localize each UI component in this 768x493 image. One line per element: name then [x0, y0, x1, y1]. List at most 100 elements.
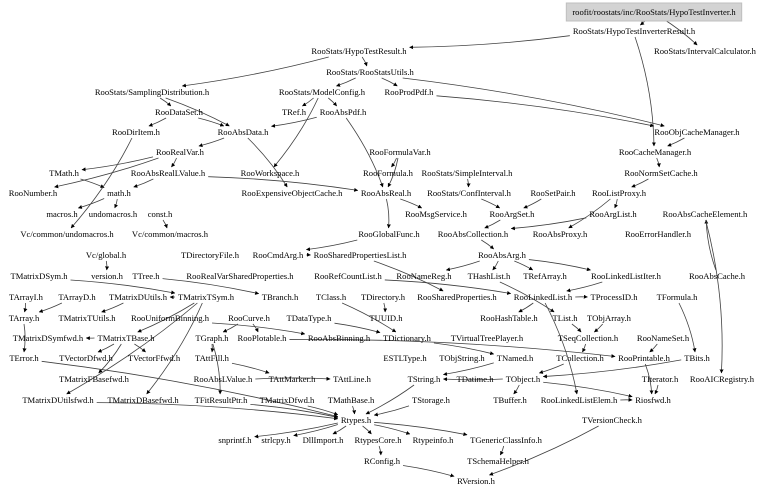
- graph-node-titerator-h[interactable]: TIterator.h: [642, 374, 679, 384]
- graph-node-roorefcountlist-h[interactable]: RooRefCountList.h: [314, 271, 382, 281]
- graph-node-tmatrixtbase-h[interactable]: TMatrixTBase.h: [97, 333, 155, 343]
- graph-node-roodataset-h[interactable]: RooDataSet.h: [155, 107, 204, 117]
- graph-node-version-h[interactable]: version.h: [91, 271, 123, 281]
- graph-node-tmatrixfbasefwd-h[interactable]: TMatrixFBasefwd.h: [59, 374, 130, 384]
- graph-node-tref-h[interactable]: TRef.h: [282, 107, 307, 117]
- graph-node-roofit-roostats-inc-roostats-hypotestinverter-h[interactable]: roofit/roostats/inc/RooStats/HypoTestInv…: [565, 2, 743, 22]
- graph-node-tstring-h[interactable]: TString.h: [408, 374, 441, 384]
- graph-node-thashlist-h[interactable]: THashList.h: [468, 271, 511, 281]
- graph-node-rversion-h[interactable]: RVersion.h: [457, 476, 495, 486]
- graph-node-roorealvar-h[interactable]: RooRealVar.h: [156, 147, 205, 157]
- graph-node-tclass-h[interactable]: TClass.h: [316, 292, 347, 302]
- graph-node-macros-h[interactable]: macros.h: [46, 209, 78, 219]
- graph-node-tformula-h[interactable]: TFormula.h: [657, 292, 699, 302]
- graph-node-rooabspdf-h[interactable]: RooAbsPdf.h: [320, 107, 367, 117]
- graph-node-strlcpy-h[interactable]: strlcpy.h: [261, 435, 291, 445]
- graph-node-roonamereg-h[interactable]: RooNameReg.h: [396, 271, 452, 281]
- graph-node-tstorage-h[interactable]: TStorage.h: [412, 395, 451, 405]
- graph-node-tmatrixdbasefwd-h[interactable]: TMatrixDBasefwd.h: [107, 395, 179, 405]
- graph-node-tdirectory-h[interactable]: TDirectory.h: [361, 292, 406, 302]
- graph-node-tobjstring-h[interactable]: TObjString.h: [439, 353, 485, 363]
- graph-node-roosharedproperties-h[interactable]: RooSharedProperties.h: [417, 292, 497, 302]
- graph-node-roostats-roostatsutils-h[interactable]: RooStats/RooStatsUtils.h: [326, 67, 414, 77]
- graph-node-tmatrixtsym-h[interactable]: TMatrixTSym.h: [178, 292, 235, 302]
- graph-node-tmathbase-h[interactable]: TMathBase.h: [328, 395, 375, 405]
- graph-node-rooabscache-h[interactable]: RooAbsCache.h: [689, 271, 746, 281]
- graph-node-snprintf-h[interactable]: snprintf.h: [218, 435, 252, 445]
- graph-node-rooabsproxy-h[interactable]: RooAbsProxy.h: [533, 229, 588, 239]
- graph-node-roolinkedlist-h[interactable]: RooLinkedList.h: [514, 292, 573, 302]
- graph-node-roostats-simpleinterval-h[interactable]: RooStats/SimpleInterval.h: [422, 168, 514, 178]
- graph-node-roorealvarsharedproperties-h[interactable]: RooRealVarSharedProperties.h: [186, 271, 294, 281]
- graph-node-tseqcollection-h[interactable]: TSeqCollection.h: [558, 333, 619, 343]
- graph-node-roodiritem-h[interactable]: RooDirItem.h: [112, 127, 161, 137]
- graph-node-roohashtable-h[interactable]: RooHashTable.h: [480, 313, 538, 323]
- graph-node-roonumber-h[interactable]: RooNumber.h: [9, 188, 58, 198]
- graph-node-tattmarker-h[interactable]: TAttMarker.h: [269, 374, 317, 384]
- graph-node-roostats-confinterval-h[interactable]: RooStats/ConfInterval.h: [427, 188, 511, 198]
- graph-node-roocachemanager-h[interactable]: RooCacheManager.h: [619, 147, 692, 157]
- graph-node-roostats-hypotestresult-h[interactable]: RooStats/HypoTestResult.h: [311, 46, 407, 56]
- graph-node-tattfill-h[interactable]: TAttFill.h: [195, 353, 230, 363]
- graph-node-vc-common-macros-h[interactable]: Vc/common/macros.h: [132, 229, 209, 239]
- graph-node-rooabslvalue-h[interactable]: RooAbsLValue.h: [194, 374, 253, 384]
- graph-node-roolinkedlistelem-h[interactable]: RooLinkedListElem.h: [541, 395, 618, 405]
- graph-node-tfitresultptr-h[interactable]: TFitResultPtr.h: [195, 395, 248, 405]
- graph-node-ttree-h[interactable]: TTree.h: [132, 271, 160, 281]
- graph-node-tnamed-h[interactable]: TNamed.h: [497, 353, 534, 363]
- graph-node-tgenericclassinfo-h[interactable]: TGenericClassInfo.h: [470, 435, 543, 445]
- graph-node-rooabsreal-h[interactable]: RooAbsReal.h: [361, 188, 412, 198]
- graph-node-tobjarray-h[interactable]: TObjArray.h: [587, 313, 632, 323]
- graph-node-rooabscacheelement-h[interactable]: RooAbsCacheElement.h: [663, 209, 748, 219]
- graph-node-tprocessid-h[interactable]: TProcessID.h: [590, 292, 638, 302]
- graph-node-roonameset-h[interactable]: RooNameSet.h: [637, 333, 690, 343]
- graph-node-rooglobalfunc-h[interactable]: RooGlobalFunc.h: [358, 229, 420, 239]
- graph-node-riosfwd-h[interactable]: Riosfwd.h: [635, 395, 671, 405]
- graph-node-undomacros-h[interactable]: undomacros.h: [89, 209, 138, 219]
- graph-node-roostats-modelconfig-h[interactable]: RooStats/ModelConfig.h: [279, 87, 366, 97]
- graph-node-tcollection-h[interactable]: TCollection.h: [556, 353, 604, 363]
- graph-node-rooformula-h[interactable]: RooFormula.h: [363, 168, 414, 178]
- graph-node-roocmdarg-h[interactable]: RooCmdArg.h: [253, 250, 304, 260]
- graph-node-rooobjcachemanager-h[interactable]: RooObjCacheManager.h: [654, 127, 740, 137]
- graph-node-roosetpair-h[interactable]: RooSetPair.h: [530, 188, 576, 198]
- graph-node-rooabsbinning-h[interactable]: RooAbsBinning.h: [308, 333, 371, 343]
- graph-node-tuuid-h[interactable]: TUUID.h: [369, 313, 403, 323]
- graph-node-roonormsetcache-h[interactable]: RooNormSetCache.h: [624, 168, 698, 178]
- graph-node-rtypescore-h[interactable]: RtypesCore.h: [354, 435, 402, 445]
- graph-node-tmath-h[interactable]: TMath.h: [49, 168, 80, 178]
- graph-node-roouniformbinning-h[interactable]: RooUniformBinning.h: [131, 313, 210, 323]
- graph-node-tbuffer-h[interactable]: TBuffer.h: [493, 395, 527, 405]
- graph-node-roostats-intervalcalculator-h[interactable]: RooStats/IntervalCalculator.h: [654, 46, 757, 56]
- graph-node-const-h[interactable]: const.h: [148, 209, 173, 219]
- graph-node-tgraph-h[interactable]: TGraph.h: [195, 333, 229, 343]
- graph-node-tschemahelper-h[interactable]: TSchemaHelper.h: [467, 456, 530, 466]
- graph-node-tlist-h[interactable]: TList.h: [552, 313, 578, 323]
- graph-node-rooerrorhandler-h[interactable]: RooErrorHandler.h: [625, 229, 692, 239]
- graph-node-tmatrixtutils-h[interactable]: TMatrixTUtils.h: [58, 313, 116, 323]
- graph-node-estltype-h[interactable]: ESTLType.h: [383, 353, 427, 363]
- graph-node-tarrayi-h[interactable]: TArrayI.h: [9, 292, 44, 302]
- graph-node-rooabsdata-h[interactable]: RooAbsData.h: [218, 127, 270, 137]
- graph-node-dllimport-h[interactable]: DllImport.h: [303, 435, 345, 445]
- graph-node-roostats-samplingdistribution-h[interactable]: RooStats/SamplingDistribution.h: [95, 87, 210, 97]
- graph-node-roosharedpropertieslist-h[interactable]: RooSharedPropertiesList.h: [314, 250, 408, 260]
- graph-node-rooworkspace-h[interactable]: RooWorkspace.h: [241, 168, 300, 178]
- graph-node-tmatrixdsymfwd-h[interactable]: TMatrixDSymfwd.h: [13, 333, 84, 343]
- graph-node-tvectorffwd-h[interactable]: TVectorFfwd.h: [128, 353, 181, 363]
- graph-node-tversioncheck-h[interactable]: TVersionCheck.h: [582, 415, 643, 425]
- graph-node-terror-h[interactable]: TError.h: [9, 353, 39, 363]
- graph-node-trefarray-h[interactable]: TRefArray.h: [523, 271, 567, 281]
- graph-node-roostats-hypotestinverterresult-h[interactable]: RooStats/HypoTestInverterResult.h: [573, 26, 696, 36]
- graph-node-rooarglist-h[interactable]: RooArgList.h: [589, 209, 637, 219]
- graph-node-tdatime-h[interactable]: TDatime.h: [457, 374, 495, 384]
- graph-node-tmatrixdsym-h[interactable]: TMatrixDSym.h: [10, 271, 68, 281]
- graph-node-roolinkedlistiter-h[interactable]: RooLinkedListIter.h: [591, 271, 662, 281]
- graph-node-tattline-h[interactable]: TAttLine.h: [333, 374, 371, 384]
- graph-node-rooplotable-h[interactable]: RooPlotable.h: [238, 333, 288, 343]
- graph-node-tmatrixdfwd-h[interactable]: TMatrixDfwd.h: [260, 395, 315, 405]
- graph-node-tmatrixdutilsfwd-h[interactable]: TMatrixDUtilsfwd.h: [22, 395, 94, 405]
- graph-node-tdatatype-h[interactable]: TDataType.h: [287, 313, 333, 323]
- graph-node-tbits-h[interactable]: TBits.h: [684, 353, 710, 363]
- graph-node-tbranch-h[interactable]: TBranch.h: [262, 292, 299, 302]
